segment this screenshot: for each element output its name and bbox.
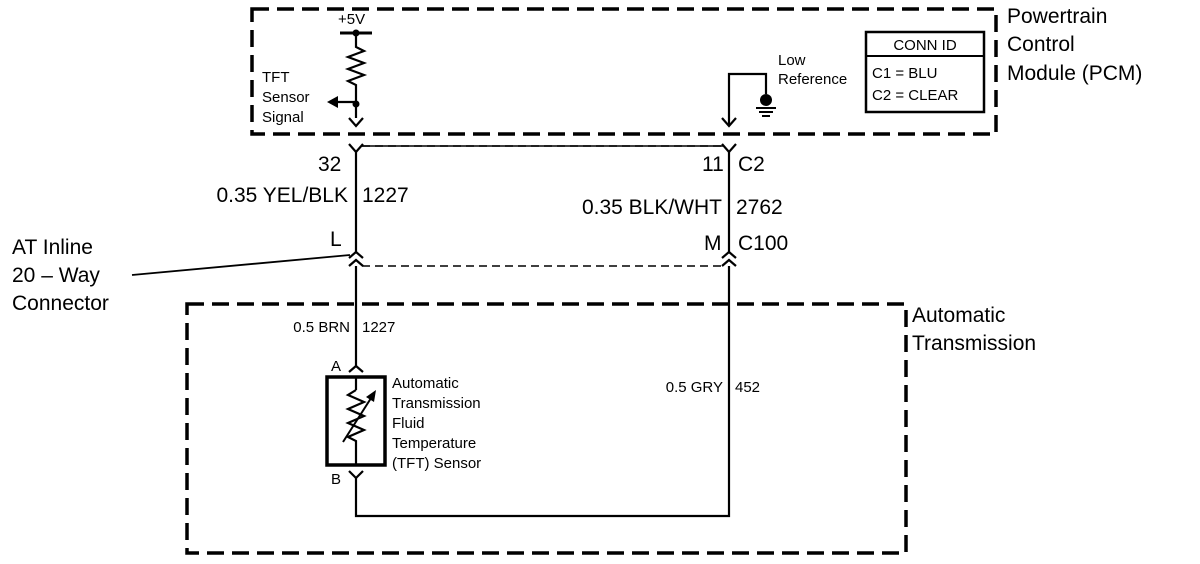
inline-pin-m-top-icon <box>721 250 737 259</box>
conn-id-row-1: C1 = BLU <box>872 65 937 82</box>
pin-11-label: 11 <box>702 153 724 176</box>
tft-sensor-line-1: Automatic <box>392 375 459 392</box>
low-reference-line-2: Reference <box>778 71 847 88</box>
trans-right-wire-label: 0.5 GRY <box>666 379 723 396</box>
conn-id-header: CONN ID <box>893 37 957 54</box>
transmission-title-line-1: Automatic <box>912 304 1005 327</box>
tft-sensor-line-3: Fluid <box>392 415 425 432</box>
trans-left-circuit-label: 1227 <box>362 319 395 336</box>
tft-sensor-line-2: Transmission <box>392 395 481 412</box>
signal-arrow-icon <box>327 96 338 108</box>
pin-32-label: 32 <box>318 153 341 176</box>
conn-id-row-2: C2 = CLEAR <box>872 87 958 104</box>
tft-sensor-signal-label: TFT Sensor Signal <box>262 69 310 126</box>
c2-pin-11-icon <box>721 143 737 154</box>
pcm-title-line-3: Module (PCM) <box>1007 62 1142 85</box>
sensor-pin-a-label: A <box>331 358 341 375</box>
ground-node <box>760 94 772 106</box>
tft-signal-line-1: TFT <box>262 69 290 86</box>
trans-left-wire-label: 0.5 BRN <box>293 319 350 336</box>
pcm-title: Powertrain Control Module (PCM) <box>1007 5 1142 85</box>
inline-pin-m-label: M <box>704 232 722 255</box>
ground-icon <box>756 107 776 117</box>
inline-connector-line-2: 20 – Way <box>12 264 100 287</box>
inline-pin-l-top-icon <box>348 250 364 259</box>
wire-right-gauge-color: 0.35 BLK/WHT <box>582 196 722 219</box>
wire-left-circuit: 1227 <box>362 184 409 207</box>
tft-sensor-line-4: Temperature <box>392 435 476 452</box>
signal-pin-arrow-icon <box>348 117 364 128</box>
trans-right-circuit-label: 452 <box>735 379 760 396</box>
c2-label: C2 <box>738 153 765 176</box>
wire-right-circuit: 2762 <box>736 196 783 219</box>
c100-label: C100 <box>738 232 788 255</box>
pullup-resistor-icon <box>344 33 368 104</box>
sensor-pin-a-icon <box>348 364 364 373</box>
wire-452 <box>354 266 731 518</box>
thermistor-icon <box>345 389 367 465</box>
inline-connector-line-3: Connector <box>12 292 109 315</box>
supply-5v-label: +5V <box>338 11 365 28</box>
tft-sensor-label: Automatic Transmission Fluid Temperature… <box>392 375 481 472</box>
pcm-title-line-2: Control <box>1007 33 1075 56</box>
inline-connector-line-1: AT Inline <box>12 236 93 259</box>
sensor-pin-b-label: B <box>331 471 341 488</box>
inline-connector-label: AT Inline 20 – Way Connector <box>12 236 109 315</box>
inline-pin-l-label: L <box>330 228 342 251</box>
sensor-pin-b-icon <box>348 470 364 480</box>
low-reference-line-1: Low <box>778 52 806 69</box>
transmission-title: Automatic Transmission <box>912 304 1036 355</box>
inline-pin-m-bottom-icon <box>721 258 737 267</box>
conn-id-table: CONN ID C1 = BLU C2 = CLEAR <box>864 30 986 114</box>
variable-arrow-line <box>342 394 374 443</box>
tft-sensor-line-5: (TFT) Sensor <box>392 455 481 472</box>
transmission-boundary <box>185 302 908 555</box>
inline-pin-l-bottom-icon <box>348 258 364 267</box>
c2-pin-32-icon <box>348 143 364 154</box>
low-reference-label: Low Reference <box>778 52 847 88</box>
tft-signal-line-2: Sensor <box>262 89 310 106</box>
tft-signal-line-3: Signal <box>262 109 304 126</box>
low-ref-pin-arrow-icon <box>721 117 737 128</box>
transmission-title-line-2: Transmission <box>912 332 1036 355</box>
inline-connector-leader <box>131 254 351 276</box>
wire-left-gauge-color: 0.35 YEL/BLK <box>216 184 348 207</box>
pcm-boundary <box>250 7 998 136</box>
low-reference-wire <box>727 72 768 126</box>
pcm-title-line-1: Powertrain <box>1007 5 1107 28</box>
variable-arrow-icon <box>366 390 376 402</box>
